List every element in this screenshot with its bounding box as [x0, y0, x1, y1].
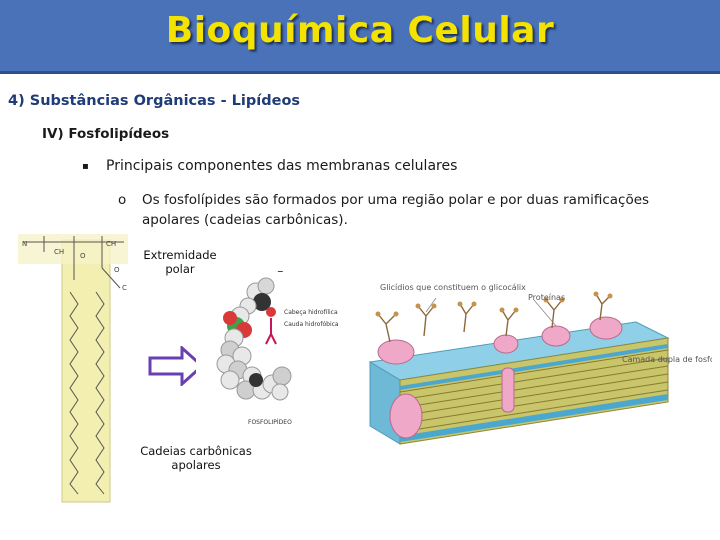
- svg-text:O: O: [114, 266, 120, 274]
- tail-hydrophobic-caption: Cauda hidrofóbica: [284, 321, 339, 328]
- proteins-caption: Proteínas: [528, 293, 565, 302]
- circle-bullet-icon: o: [118, 192, 127, 208]
- bullet-item: ▪ Principais componentes das membranas ce…: [82, 158, 457, 174]
- svg-text:N: N: [22, 240, 27, 248]
- phospholipid-structural-formula: N CH O CH O C: [18, 234, 128, 503]
- cell-membrane-diagram: Glicídios que constituem o glicocálix Pr…: [356, 276, 712, 452]
- sub-bullet-text: Os fosfolípides são formados por uma reg…: [142, 192, 650, 228]
- bullet-text: Principais componentes das membranas cel…: [106, 158, 458, 174]
- glycids-caption: Glicídios que constituem o glicocálix: [380, 283, 526, 292]
- head-hydrophilic-caption: Cabeça hidrofílica: [284, 309, 338, 316]
- title-banner: Bioquímica Celular: [0, 0, 720, 74]
- slide-title: Bioquímica Celular: [165, 10, 555, 51]
- bilayer-caption: Camada dupla de fosfolipídios: [622, 355, 712, 364]
- arrow-right-icon: [148, 346, 204, 386]
- negative-charge-sign: -: [277, 262, 284, 281]
- apolar-chains-label: Cadeias carbônicas apolares: [140, 444, 252, 472]
- polar-head-label: Extremidade polar: [143, 248, 217, 276]
- section-heading: 4) Substâncias Orgânicas - Lipídeos: [8, 93, 301, 109]
- square-bullet-icon: ▪: [82, 160, 89, 172]
- molecule-caption: FOSFOLIPÍDEO: [248, 419, 292, 426]
- svg-text:O: O: [80, 252, 86, 260]
- phospholipid-space-filling-model: Cabeça hidrofílica Cauda hidrofóbica FOS…: [196, 272, 356, 432]
- subsection-heading: IV) Fosfolipídeos: [42, 126, 170, 142]
- svg-text:CH: CH: [54, 248, 64, 256]
- svg-text:CH: CH: [106, 240, 116, 248]
- svg-text:C: C: [122, 284, 127, 292]
